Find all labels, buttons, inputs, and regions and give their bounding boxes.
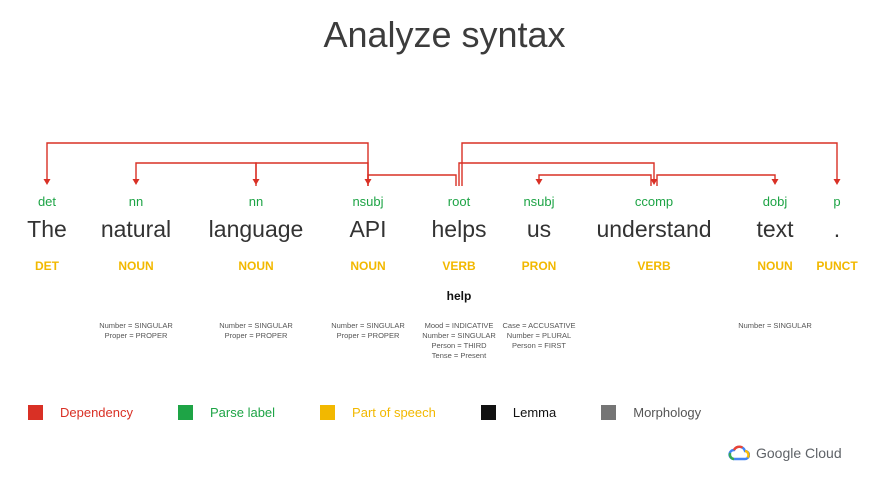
google-cloud-logo-icon	[728, 445, 750, 461]
morphology-feature: Proper = PROPER	[104, 331, 168, 340]
dependency-arc	[135, 162, 257, 186]
dependency-arrowhead	[43, 179, 51, 185]
part-of-speech: VERB	[442, 259, 476, 273]
morphology-feature: Person = FIRST	[512, 341, 566, 350]
morphology-feature: Number = SINGULAR	[422, 331, 496, 340]
legend: Dependency Parse label Part of speech Le…	[28, 403, 701, 421]
legend-swatch-dependency	[28, 404, 43, 420]
legend-label-parse-label: Parse label	[210, 404, 276, 420]
parse-label: nsubj	[352, 194, 384, 209]
dependency-arc	[46, 142, 369, 186]
dependency-arrowhead	[833, 179, 841, 185]
legend-swatch-part-of-speech	[320, 404, 336, 420]
legend-item-parse-label: Parse label	[178, 404, 276, 420]
token-word: understand	[596, 216, 712, 242]
dependency-arc	[538, 174, 652, 186]
lemma: help	[446, 289, 472, 303]
dependency-arrowhead	[252, 179, 260, 185]
dependency-arrowhead	[535, 179, 543, 185]
token-word: language	[208, 216, 304, 242]
morphology-feature: Tense = Present	[431, 351, 487, 360]
legend-label-morphology: Morphology	[633, 404, 702, 420]
token-word: API	[349, 216, 387, 242]
legend-swatch-parse-label	[178, 404, 193, 420]
parse-label: nn	[248, 194, 264, 209]
morphology-feature: Person = THIRD	[431, 341, 487, 350]
parse-label: nn	[128, 194, 144, 209]
token-word: text	[756, 216, 794, 242]
dependency-arrowhead	[132, 179, 140, 185]
morphology-feature: Number = SINGULAR	[99, 321, 173, 330]
part-of-speech: NOUN	[238, 259, 274, 273]
legend-swatch-lemma	[480, 404, 496, 420]
morphology-feature: Number = SINGULAR	[331, 321, 405, 330]
token-word: natural	[100, 216, 172, 242]
morphology: Number = SINGULAR	[715, 321, 835, 331]
parse-label: nsubj	[523, 194, 555, 209]
parse-label: dobj	[762, 194, 788, 209]
page-title: Analyze syntax	[323, 14, 566, 55]
token-word: us	[526, 216, 552, 242]
part-of-speech: NOUN	[118, 259, 154, 273]
morphology-feature: Proper = PROPER	[336, 331, 400, 340]
legend-item-morphology: Morphology	[601, 404, 702, 420]
parse-label: ccomp	[634, 194, 674, 209]
morphology-feature: Case = ACCUSATIVE	[502, 321, 576, 330]
part-of-speech: PUNCT	[816, 259, 858, 273]
legend-item-lemma: Lemma	[480, 404, 557, 420]
dependency-arc	[461, 142, 838, 186]
legend-item-dependency: Dependency	[28, 404, 133, 420]
parse-label: p	[833, 194, 841, 209]
dependency-arc	[255, 162, 369, 186]
token-word: helps	[431, 216, 487, 242]
part-of-speech: PRON	[521, 259, 557, 273]
dependency-arc	[458, 162, 655, 186]
part-of-speech: NOUN	[757, 259, 793, 273]
dependency-arrowhead	[650, 179, 658, 185]
dependency-arrowhead	[771, 179, 779, 185]
morphology-feature: Mood = INDICATIVE	[424, 321, 494, 330]
morphology-feature: Number = SINGULAR	[738, 321, 812, 330]
legend-label-dependency: Dependency	[60, 404, 133, 420]
morphology-feature: Number = PLURAL	[506, 331, 572, 340]
dependency-arc	[656, 174, 776, 186]
brand-name: Google Cloud	[756, 445, 842, 461]
dependency-arrowhead	[364, 179, 372, 185]
part-of-speech: DET	[35, 259, 59, 273]
part-of-speech: VERB	[637, 259, 671, 273]
parse-label: root	[447, 194, 471, 209]
dependency-arc	[367, 174, 457, 186]
morphology-feature: Number = SINGULAR	[219, 321, 293, 330]
legend-swatch-morphology	[601, 404, 617, 420]
legend-item-part-of-speech: Part of speech	[320, 404, 436, 420]
morphology-feature: Proper = PROPER	[224, 331, 288, 340]
legend-label-lemma: Lemma	[512, 404, 557, 420]
parse-label: det	[37, 194, 57, 209]
google-cloud-brand: Google Cloud	[728, 444, 842, 462]
token-word: .	[833, 216, 841, 242]
legend-label-part-of-speech: Part of speech	[352, 404, 436, 420]
part-of-speech: NOUN	[350, 259, 386, 273]
token-word: The	[27, 216, 67, 242]
